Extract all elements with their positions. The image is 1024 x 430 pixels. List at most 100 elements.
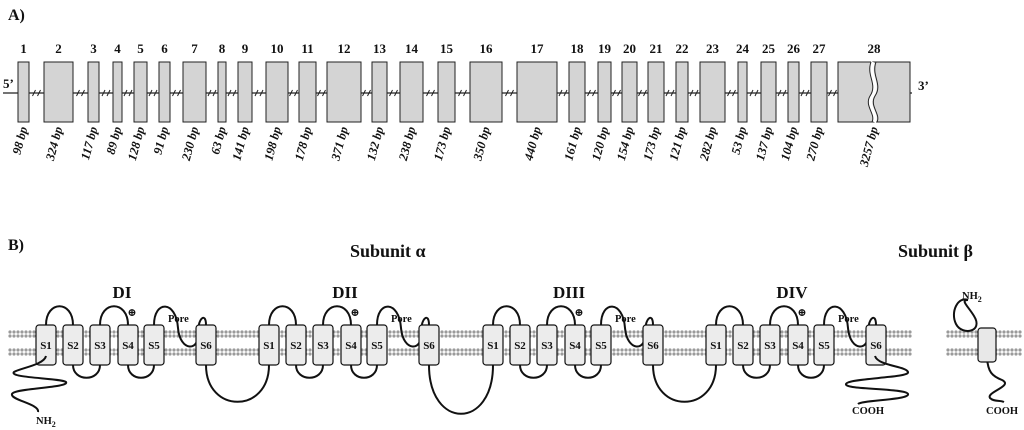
lipid-head — [632, 348, 636, 352]
lipid-head — [244, 330, 248, 334]
lipid-head — [452, 334, 456, 338]
lipid-head — [676, 348, 680, 352]
lipid-head — [974, 334, 978, 338]
segment-label: S2 — [67, 340, 79, 352]
lipid-head — [240, 348, 244, 352]
exon-14-number: 14 — [405, 41, 419, 56]
lipid-head — [1010, 352, 1014, 356]
lipid-head — [958, 330, 962, 334]
lipid-head — [840, 352, 844, 356]
lipid-head — [848, 348, 852, 352]
exon-25-length: 137 bp — [753, 125, 775, 162]
exon-19-box — [597, 61, 612, 123]
exon-11-number: 11 — [301, 41, 313, 56]
beta-cooh-label: COOH — [986, 406, 1018, 417]
extracellular-loop — [99, 305, 129, 326]
lipid-head — [172, 352, 176, 356]
lipid-head — [84, 348, 88, 352]
segment-label: S6 — [870, 340, 882, 352]
extracellular-loop — [492, 305, 521, 326]
intron-break-mark — [458, 89, 467, 97]
domain-DII-S2-helix — [285, 324, 307, 366]
segment-label: S5 — [818, 340, 830, 352]
exon-19-length: 120 bp — [589, 125, 611, 162]
extracellular-loop — [268, 305, 297, 326]
lipid-head — [756, 348, 760, 352]
exon-19-number: 19 — [598, 41, 612, 56]
lipid-head — [908, 334, 912, 338]
lipid-head — [700, 352, 704, 356]
lipid-head — [860, 334, 864, 338]
lipid-head — [412, 348, 416, 352]
lipid-head — [232, 330, 236, 334]
segment-label: S6 — [423, 340, 435, 352]
exon-28-break-line — [867, 61, 874, 123]
pore-loop — [153, 305, 207, 348]
lipid-head — [392, 348, 396, 352]
lipid-head — [248, 334, 252, 338]
exon-18-box — [568, 61, 586, 123]
lipid-head — [1014, 352, 1018, 356]
exon-24-number: 24 — [736, 41, 750, 56]
lipid-head — [240, 330, 244, 334]
lipid-head — [532, 352, 536, 356]
lipid-head — [620, 334, 624, 338]
lipid-head — [460, 330, 464, 334]
lipid-head — [504, 334, 508, 338]
domain-DII-S5-helix — [366, 324, 388, 366]
segment-label: S6 — [647, 340, 659, 352]
exon-27-number: 27 — [813, 41, 827, 56]
lipid-head — [904, 330, 908, 334]
lipid-head — [176, 352, 180, 356]
lipid-head — [808, 352, 812, 356]
lipid-head — [780, 352, 784, 356]
lipid-head — [970, 334, 974, 338]
lipid-head — [628, 334, 632, 338]
lipid-head — [244, 352, 248, 356]
exon-22-box — [675, 61, 689, 123]
lipid-head — [680, 334, 684, 338]
lipid-head — [856, 330, 860, 334]
segment-label: S4 — [345, 340, 357, 352]
lipid-head — [336, 334, 340, 338]
lipid-head — [308, 352, 312, 356]
exon-9-number: 9 — [242, 41, 249, 56]
lipid-head — [688, 348, 692, 352]
lipid-head — [780, 330, 784, 334]
exon-4-number: 4 — [114, 41, 121, 56]
exon-8-box — [217, 61, 227, 123]
lipid-head — [248, 330, 252, 334]
domain-DI-S4-helix — [117, 324, 139, 366]
exon-13-number: 13 — [373, 41, 387, 56]
lipid-head — [836, 330, 840, 334]
lipid-head — [966, 352, 970, 356]
lipid-head — [112, 352, 116, 356]
lipid-head — [966, 334, 970, 338]
lipid-head — [1002, 330, 1006, 334]
lipid-head — [672, 348, 676, 352]
lipid-head — [684, 348, 688, 352]
lipid-head — [28, 334, 32, 338]
lipid-head — [84, 334, 88, 338]
lipid-head — [676, 334, 680, 338]
lipid-head — [664, 334, 668, 338]
intron-break-mark — [123, 89, 133, 97]
lipid-head — [532, 330, 536, 334]
lipid-head — [636, 352, 640, 356]
lipid-head — [16, 334, 20, 338]
lipid-head — [888, 352, 892, 356]
lipid-head — [456, 352, 460, 356]
lipid-head — [252, 330, 256, 334]
lipid-head — [636, 334, 640, 338]
lipid-head — [400, 352, 404, 356]
segment-label: S2 — [737, 340, 749, 352]
domain-DIII-S3-helix — [536, 324, 558, 366]
lipid-head — [624, 352, 628, 356]
intron-break-mark — [317, 89, 326, 97]
lipid-head — [616, 330, 620, 334]
lipid-head — [852, 330, 856, 334]
exon-6-length: 91 bp — [151, 125, 172, 156]
lipid-head — [908, 348, 912, 352]
lipid-head — [404, 330, 408, 334]
